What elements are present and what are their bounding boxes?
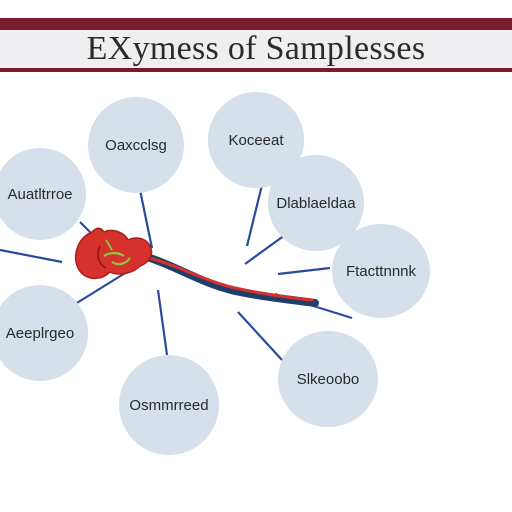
bubble-node: Slkeoobo <box>278 331 378 427</box>
title-banner: EXymess of Samplesses <box>0 18 512 72</box>
organ-with-vessel-icon <box>74 227 319 307</box>
connector-line <box>156 289 169 356</box>
bubble-label: Dlablaeldaa <box>276 194 356 212</box>
connector-line <box>244 234 286 265</box>
bubble-node: Oaxcclsg <box>88 97 184 193</box>
bubble-label: Slkeoobo <box>296 370 360 388</box>
connector-line <box>245 184 264 247</box>
bubble-node: Osmmrreed <box>119 355 219 455</box>
bubble-node: Auatltrroe <box>0 148 86 240</box>
bubble-node: Aeeplrgeo <box>0 285 88 381</box>
bubble-label: Aeeplrgeo <box>5 324 75 342</box>
connector-line <box>277 266 331 276</box>
diagram-title: EXymess of Samplesses <box>86 30 426 67</box>
connector-line <box>138 189 154 249</box>
title-banner-inner: EXymess of Samplesses <box>0 30 512 68</box>
connector-line <box>0 248 63 264</box>
connector-line <box>237 311 283 361</box>
bubble-node: Ftacttnnnk <box>332 224 430 318</box>
bubble-label: Osmmrreed <box>129 396 209 414</box>
bubble-label: Ftacttnnnk <box>345 262 417 280</box>
connector-line <box>71 269 131 307</box>
bubble-label: Koceeat <box>228 131 284 149</box>
bubble-label: Auatltrroe <box>7 185 73 203</box>
bubble-label: Oaxcclsg <box>105 136 167 154</box>
